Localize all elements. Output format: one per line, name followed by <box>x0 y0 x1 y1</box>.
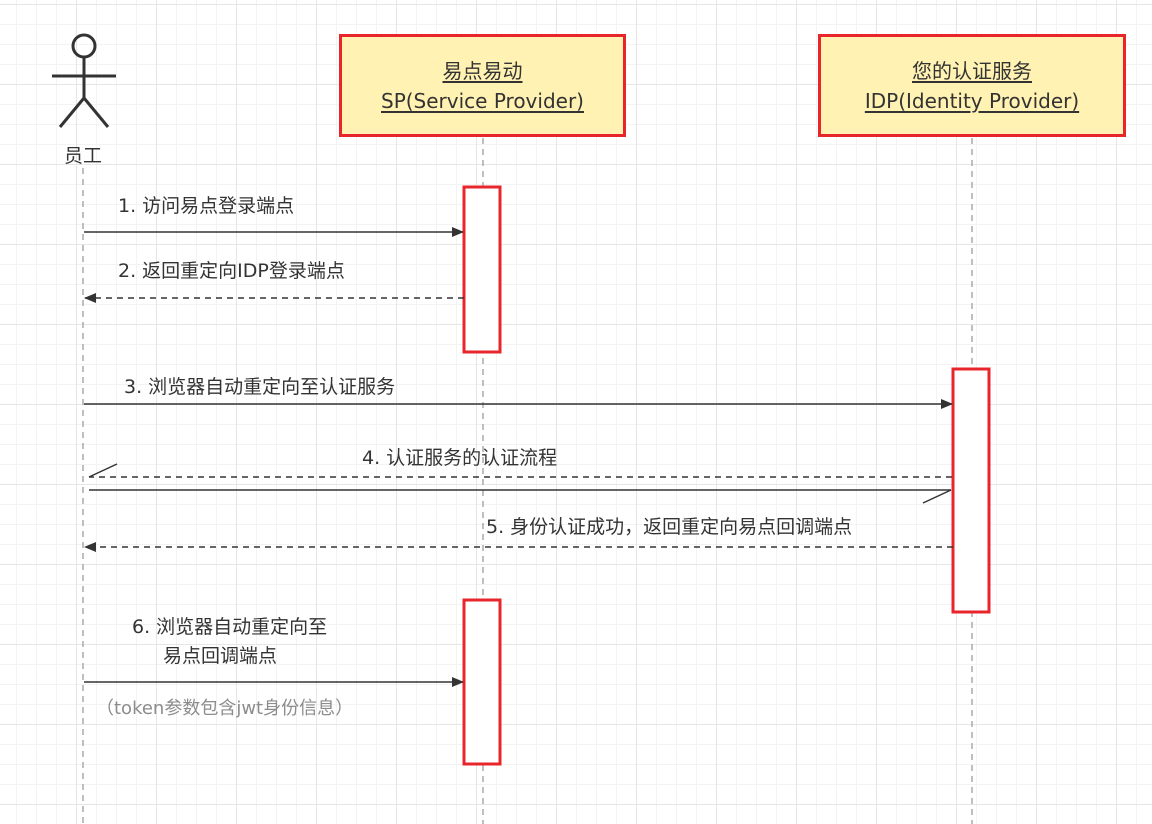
participant-idp: 您的认证服务 IDP(Identity Provider) <box>818 34 1126 137</box>
actor-stick-figure-icon <box>52 33 116 128</box>
message-4-label: 4. 认证服务的认证流程 <box>362 447 558 469</box>
message-3-label: 3. 浏览器自动重定向至认证服务 <box>124 376 396 398</box>
token-note: （token参数包含jwt身份信息） <box>96 698 354 719</box>
idp-activation-bar <box>951 367 991 614</box>
actor-label: 员工 <box>63 145 102 167</box>
message-1-label: 1. 访问易点登录端点 <box>118 195 295 217</box>
message-4-arrows <box>88 463 952 504</box>
participant-sp-name: 易点易动 <box>442 58 523 83</box>
participant-sp: 易点易动 SP(Service Provider) <box>339 34 626 137</box>
message-2-label: 2. 返回重定向IDP登录端点 <box>118 260 345 282</box>
sp-activation-bar-1 <box>462 185 502 354</box>
message-6-label-line2: 易点回调端点 <box>163 645 278 667</box>
participant-sp-role: SP(Service Provider) <box>381 88 584 113</box>
participant-idp-role: IDP(Identity Provider) <box>864 88 1080 113</box>
message-5-label: 5. 身份认证成功，返回重定向易点回调端点 <box>486 516 853 538</box>
sp-activation-bar-2 <box>462 598 502 766</box>
participant-idp-name: 您的认证服务 <box>912 58 1032 83</box>
message-6-label-line1: 6. 浏览器自动重定向至 <box>132 616 328 638</box>
